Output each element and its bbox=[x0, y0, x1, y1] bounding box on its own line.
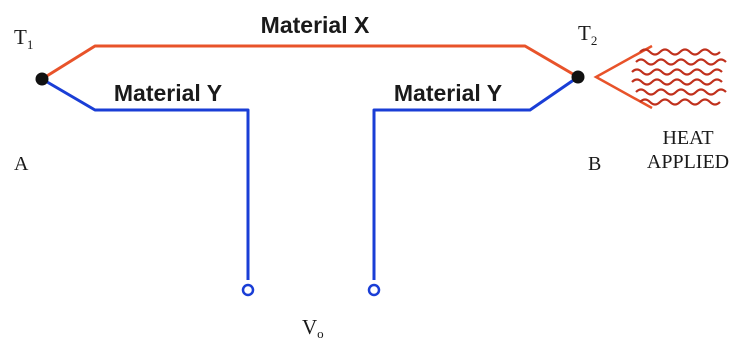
t2-main: T bbox=[578, 21, 591, 45]
heat-label-line1: HEAT bbox=[662, 127, 713, 149]
heat-label-line2: APPLIED bbox=[647, 151, 729, 173]
point-b-label: B bbox=[588, 153, 601, 175]
output-terminal-right bbox=[367, 283, 381, 297]
vo-main: V bbox=[302, 315, 317, 339]
vo-subscript: o bbox=[317, 326, 324, 339]
material-x-wire bbox=[41, 44, 579, 81]
vo-label: Vo bbox=[302, 315, 324, 339]
junction-a-dot bbox=[35, 72, 49, 86]
material-y-left-label: Material Y bbox=[114, 80, 222, 106]
t2-subscript: 2 bbox=[591, 33, 598, 48]
material-y-right-wire bbox=[372, 75, 579, 280]
point-a-label: A bbox=[14, 153, 29, 175]
t1-main: T bbox=[14, 25, 27, 49]
heat-cone bbox=[593, 44, 653, 110]
t2-label: T2 bbox=[578, 21, 597, 48]
material-x-label: Material X bbox=[261, 12, 370, 38]
heat-waves-icon bbox=[631, 48, 727, 106]
junction-b-dot bbox=[571, 70, 585, 84]
output-terminal-left bbox=[241, 283, 255, 297]
material-y-left-wire bbox=[41, 77, 250, 280]
t1-label: T1 bbox=[14, 25, 33, 52]
t1-subscript: 1 bbox=[27, 37, 34, 52]
material-y-right-label: Material Y bbox=[394, 80, 502, 106]
